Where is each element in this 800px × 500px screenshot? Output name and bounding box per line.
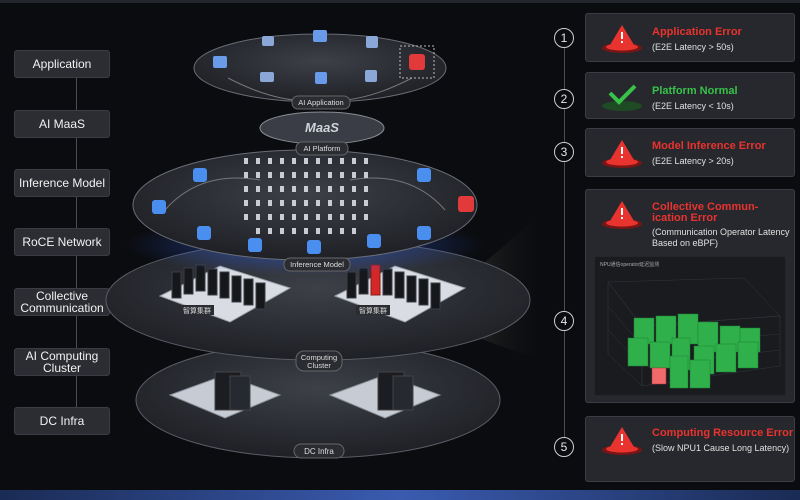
ai-application-label: AI Application (298, 98, 343, 107)
chart-caption: NPU通信operator延迟监测 (600, 261, 659, 268)
layer-application[interactable]: Application (14, 50, 110, 78)
layer-connector (76, 137, 77, 169)
layer-ai-computing-cluster[interactable]: AI Computing Cluster (14, 348, 110, 376)
step-number-2: 2 (554, 89, 574, 109)
card-subtitle: (E2E Latency > 50s) (652, 42, 734, 52)
card-title-line2: ication Error (652, 212, 718, 224)
app-icon (366, 36, 378, 48)
layer-connector (76, 197, 77, 228)
warning-icon (602, 427, 642, 455)
ai-platform-layer: MaaS AI Platform (259, 111, 385, 156)
card-title: Application Error (652, 26, 742, 38)
card-subtitle-line1: (Communication Operator Latency (652, 227, 790, 237)
datacenter-room-a (168, 371, 282, 419)
app-icon (260, 72, 274, 82)
layer-connector (76, 256, 77, 288)
timeline-line (564, 331, 565, 437)
step-number-1: 1 (554, 28, 574, 48)
card-title: Computing Resource Error (652, 427, 794, 439)
computing-cluster-label-line2: Cluster (307, 361, 331, 370)
npu-cluster-a: 智算集群 (158, 264, 292, 323)
app-icon (313, 30, 327, 42)
card-subtitle: (Slow NPU1 Cause Long Latency) (652, 443, 790, 453)
faulty-model-icon (458, 196, 474, 212)
model-cube-icon (152, 200, 166, 214)
warning-icon (602, 201, 642, 229)
layer-roce-network[interactable]: RoCE Network (14, 228, 110, 256)
card-title: Platform Normal (652, 85, 738, 97)
model-cube-icon (417, 226, 431, 240)
model-cube-icon (193, 168, 207, 182)
inference-model-label: Inference Model (290, 260, 344, 269)
app-icon (262, 36, 274, 46)
app-icon (213, 56, 227, 68)
top-border (0, 0, 800, 3)
bottom-accent-bar (0, 490, 800, 500)
npu-cluster-b: 智算集群 (333, 264, 467, 323)
model-cube-icon (367, 234, 381, 248)
warning-icon (602, 140, 642, 168)
cluster-b-tag: 智算集群 (359, 306, 387, 315)
computing-cluster-label-line1: Computing (301, 353, 337, 362)
ai-platform-label: AI Platform (303, 144, 340, 153)
layer-connector (76, 316, 77, 348)
app-icon (365, 70, 377, 82)
step-number-3: 3 (554, 142, 574, 162)
inference-model-layer: Inference Model (132, 149, 478, 272)
layer-collective-communication[interactable]: Collective Communication (14, 288, 110, 316)
layer-connector (76, 376, 77, 407)
layer-ai-maas[interactable]: AI MaaS (14, 110, 110, 138)
ai-application-layer: AI Application (193, 30, 447, 110)
architecture-diagram: DC Infra 智算集群 智算集群 Computin (105, 30, 540, 459)
step-number-5: 5 (554, 437, 574, 457)
status-card-collective-communication[interactable]: Collective Commun- ication Error (Commun… (585, 189, 795, 403)
timeline-line (564, 109, 565, 142)
check-icon (602, 84, 642, 111)
card-subtitle: (E2E Latency < 10s) (652, 101, 734, 111)
card-subtitle: (E2E Latency > 20s) (652, 156, 734, 166)
model-cube-icon (248, 238, 262, 252)
datacenter-room-b (328, 371, 442, 419)
model-cube-icon (197, 226, 211, 240)
card-title: Model Inference Error (652, 140, 766, 152)
card-subtitle-line2: Based on eBPF) (652, 238, 719, 248)
status-card-model-inference[interactable]: Model Inference Error (E2E Latency > 20s… (585, 128, 795, 177)
maas-logo: MaaS (305, 120, 339, 135)
card-title-line1: Collective Commun- (652, 201, 759, 213)
layer-connector (76, 78, 77, 110)
dc-infra-layer: DC Infra (135, 341, 501, 459)
timeline-line (564, 48, 565, 89)
warning-icon (602, 25, 642, 53)
layer-dc-infra[interactable]: DC Infra (14, 407, 110, 435)
step-number-4: 4 (554, 311, 574, 331)
latency-3d-bar-chart: NPU通信operator延迟监测 (594, 256, 786, 396)
model-cube-icon (417, 168, 431, 182)
abnormal-latency-bar (651, 367, 667, 385)
status-card-computing-resource[interactable]: Computing Resource Error (Slow NPU1 Caus… (585, 416, 795, 482)
cluster-a-tag: 智算集群 (183, 306, 211, 315)
status-card-platform[interactable]: Platform Normal (E2E Latency < 10s) (585, 72, 795, 119)
app-icon (315, 72, 327, 84)
status-card-application[interactable]: Application Error (E2E Latency > 50s) (585, 13, 795, 62)
faulty-app-icon (399, 45, 435, 79)
dc-infra-label: DC Infra (304, 447, 334, 456)
model-cube-icon (307, 240, 321, 254)
npu-matrix (244, 158, 368, 234)
timeline-line (564, 162, 565, 311)
layer-inference-model[interactable]: Inference Model (14, 169, 110, 197)
